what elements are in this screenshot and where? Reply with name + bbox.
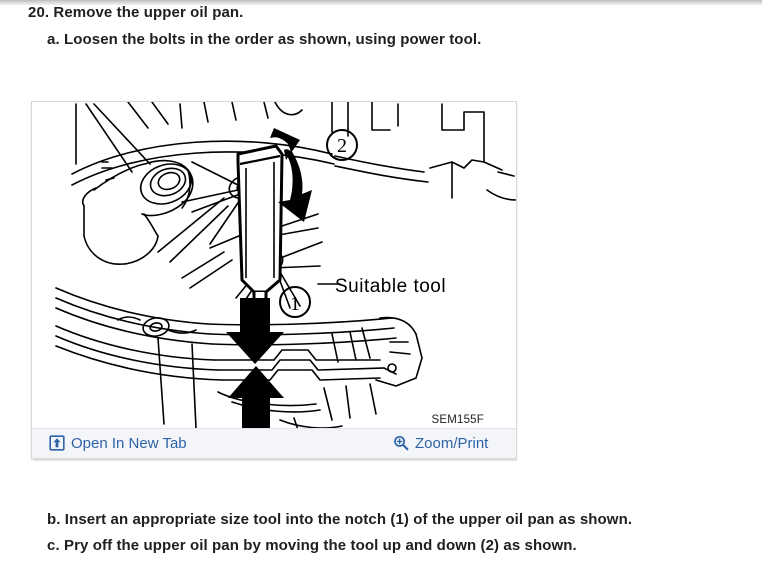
figure-toolbar: Open In New Tab Zoom/Print bbox=[32, 428, 516, 458]
figure-panel-shadow bbox=[33, 459, 517, 461]
zoom-print-button[interactable]: Zoom/Print bbox=[393, 435, 488, 451]
step-20b-text: b. Insert an appropriate size tool into … bbox=[47, 511, 633, 528]
suitable-tool-shape bbox=[236, 144, 284, 304]
arrow-1-shape bbox=[226, 298, 284, 364]
open-in-new-tab-icon bbox=[49, 435, 65, 451]
callout-1 bbox=[279, 286, 311, 318]
magnifier-plus-icon bbox=[393, 435, 409, 451]
browser-top-strip bbox=[0, 0, 762, 5]
open-in-new-tab-label: Open In New Tab bbox=[71, 434, 187, 452]
figure-image[interactable]: 2 1 Suitable tool bbox=[32, 102, 516, 431]
figure-panel: 2 1 Suitable tool SEM155F bbox=[31, 101, 517, 459]
zoom-print-label: Zoom/Print bbox=[415, 434, 489, 452]
suitable-tool-label: Suitable tool bbox=[335, 276, 446, 297]
step-20c-text: c. Pry off the upper oil pan by moving t… bbox=[47, 537, 577, 554]
open-in-new-tab-button[interactable]: Open In New Tab bbox=[49, 435, 187, 451]
figure-reference-code: SEM155F bbox=[431, 414, 484, 426]
step-20-heading: 20. Remove the upper oil pan. bbox=[28, 4, 244, 21]
callout-1-number: 1 bbox=[290, 293, 300, 315]
step-20a-text: a. Loosen the bolts in the order as show… bbox=[47, 31, 482, 48]
arrow-2-shape bbox=[270, 128, 312, 222]
callout-2-number: 2 bbox=[337, 135, 347, 157]
oil-pan-line-drawing: 2 1 Suitable tool bbox=[32, 102, 516, 431]
arrow-up-shape bbox=[228, 366, 284, 431]
callout-2 bbox=[326, 129, 358, 161]
